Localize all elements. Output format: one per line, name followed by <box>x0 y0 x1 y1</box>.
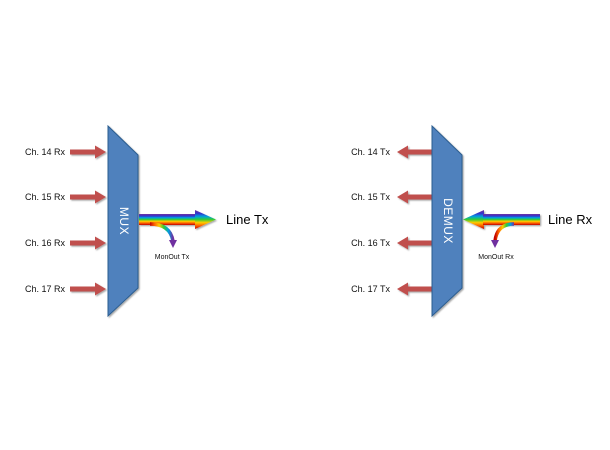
demux-output-arrow-ch15 <box>397 190 432 204</box>
mux-input-label: Ch. 14 Rx <box>25 147 66 157</box>
demux-block <box>431 124 463 318</box>
demux-output-arrow-ch17 <box>397 282 432 296</box>
mux-input-arrow-ch15 <box>70 190 106 204</box>
mux-input-label: Ch. 17 Rx <box>25 284 66 294</box>
demux-output-label: Ch. 16 Tx <box>351 238 390 248</box>
mux-monitor-tap-arrow <box>149 222 175 242</box>
demux-monitor-label: MonOut Rx <box>478 254 514 261</box>
demux-output-arrow-ch16 <box>397 236 432 250</box>
demux-label: DEMUX <box>441 198 455 244</box>
demux-section: Ch. 14 Tx Ch. 15 Tx Ch. 16 Tx Ch. 17 Tx … <box>351 124 593 318</box>
demux-output-label: Ch. 15 Tx <box>351 192 390 202</box>
mux-input-arrow-ch14 <box>70 145 106 159</box>
demux-line-input-arrow <box>463 210 540 229</box>
demux-output-label: Ch. 14 Tx <box>351 147 390 157</box>
demux-output-arrow-ch14 <box>397 145 432 159</box>
demux-monitor-tap-arrow <box>493 222 515 242</box>
mux-monitor-arrowhead <box>169 240 177 248</box>
mux-input-arrow-ch16 <box>70 236 106 250</box>
mux-label: MUX <box>117 207 131 235</box>
demux-monitor-arrowhead <box>491 240 499 248</box>
demux-output-label: Ch. 17 Tx <box>351 284 390 294</box>
demux-line-label: Line Rx <box>548 212 593 227</box>
mux-block <box>107 124 139 318</box>
mux-input-arrow-ch17 <box>70 282 106 296</box>
mux-monitor-label: MonOut Tx <box>155 254 190 261</box>
mux-line-label: Line Tx <box>226 212 269 227</box>
mux-input-label: Ch. 15 Rx <box>25 192 66 202</box>
mux-section: Ch. 14 Rx Ch. 15 Rx Ch. 16 Rx Ch. 17 Rx … <box>25 124 269 318</box>
mux-line-output-arrow <box>139 210 216 229</box>
mux-input-label: Ch. 16 Rx <box>25 238 66 248</box>
